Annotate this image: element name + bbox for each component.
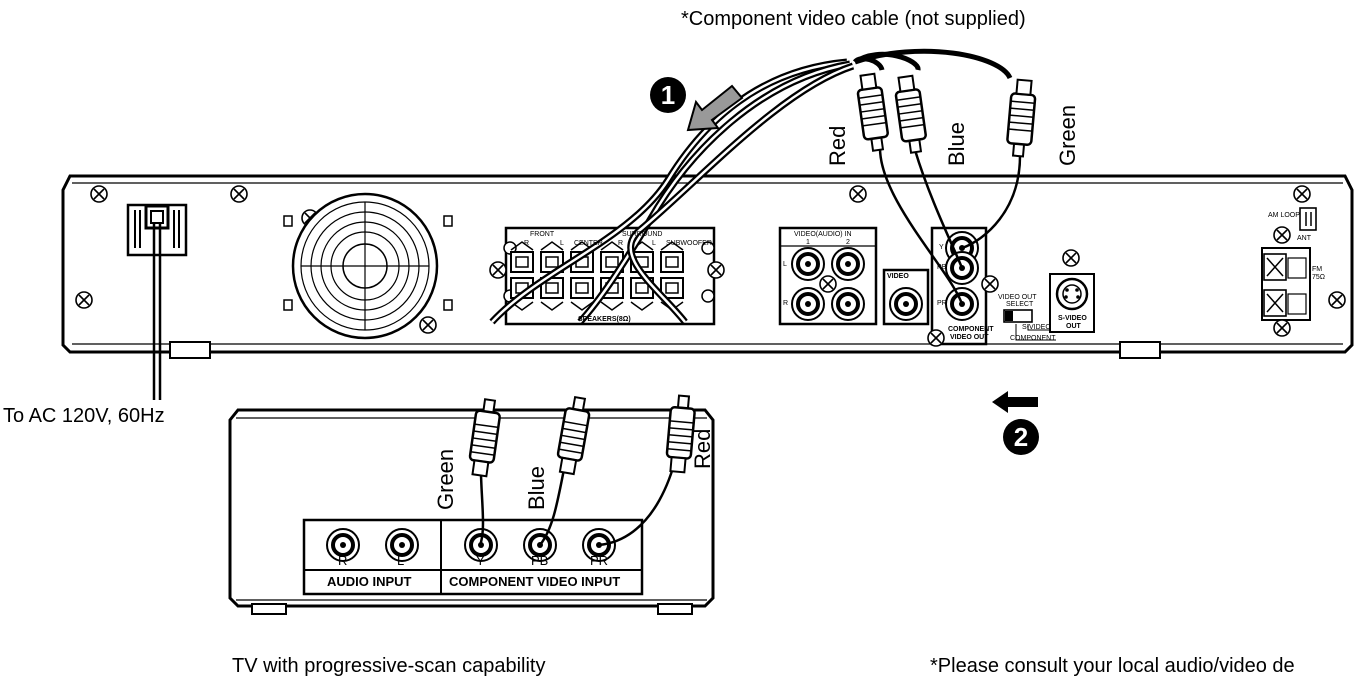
tv-caption: TV with progressive-scan capability bbox=[232, 655, 546, 677]
label-subwoofer: SUBWOOFER bbox=[666, 240, 712, 247]
speaker-terminals bbox=[489, 226, 725, 326]
label-front-r: R bbox=[524, 240, 530, 247]
label-front-l: L bbox=[560, 240, 564, 247]
label-in-1: 1 bbox=[806, 239, 810, 246]
label-s-video-out-2: OUT bbox=[1066, 323, 1081, 330]
label-front: FRONT bbox=[530, 231, 555, 238]
label-pb: PB bbox=[937, 264, 947, 271]
label-component-video-out-1: COMPONENT bbox=[948, 326, 994, 333]
label-video-out: VIDEO bbox=[887, 273, 909, 280]
cable-label-blue-top: Blue bbox=[944, 121, 969, 166]
video-out-block bbox=[882, 268, 930, 326]
tv-jack-label-r: R bbox=[338, 553, 348, 568]
label-s-video-out-1: S-VIDEO bbox=[1058, 315, 1087, 322]
antenna-terminals bbox=[1261, 207, 1317, 337]
label-fm: FM bbox=[1312, 266, 1323, 273]
cable-label-green-top: Green bbox=[1055, 104, 1080, 166]
video-out-select-switch bbox=[1003, 309, 1056, 341]
label-pr: PR bbox=[937, 300, 947, 307]
tv-jack-label-pr: PR bbox=[590, 553, 609, 568]
label-y: Y bbox=[939, 244, 944, 251]
label-surround: SURROUND bbox=[622, 231, 663, 238]
label-fm-ohm: 75Ω bbox=[1312, 274, 1326, 281]
label-in-2: 2 bbox=[846, 239, 850, 246]
label-video-audio-in: VIDEO(AUDIO) IN bbox=[794, 231, 852, 238]
tv-jack-label-l: L bbox=[397, 553, 405, 568]
label-am-loop: AM LOOP bbox=[1268, 212, 1300, 219]
label-in-l: L bbox=[783, 261, 787, 268]
cooling-fan bbox=[283, 192, 453, 340]
label-video-out-select-1: VIDEO OUT bbox=[998, 294, 1037, 301]
label-ant: ANT bbox=[1297, 235, 1311, 242]
label-component-video-out-2: VIDEO OUT bbox=[950, 334, 989, 341]
label-video-out-select-2: SELECT bbox=[1006, 301, 1034, 308]
cable-label-red-tv: Red bbox=[690, 428, 715, 469]
label-surround-l: L bbox=[652, 240, 656, 247]
tv-jack-label-pb: PB bbox=[531, 553, 549, 568]
ac-inlet bbox=[126, 203, 188, 400]
label-component-opt: COMPONENT bbox=[1010, 335, 1056, 342]
cable-label-green-tv: Green bbox=[433, 448, 458, 510]
step2-arrow bbox=[992, 391, 1038, 413]
dealer-note: *Please consult your local audio/video d… bbox=[930, 655, 1295, 677]
tv-jack-label-y: Y bbox=[476, 553, 485, 568]
label-in-r: R bbox=[783, 300, 789, 307]
step-1-badge: 1 bbox=[650, 77, 686, 113]
video-audio-in-block bbox=[778, 226, 878, 326]
label-s-video-opt: S-VIDEO bbox=[1022, 324, 1051, 331]
step-2-badge: 2 bbox=[1003, 419, 1039, 455]
label-surround-r: R bbox=[618, 240, 624, 247]
ac-power-caption: To AC 120V, 60Hz bbox=[3, 405, 165, 427]
s-video-out-block bbox=[1049, 249, 1095, 333]
tv-set bbox=[228, 408, 715, 615]
tv-component-video-input-label: COMPONENT VIDEO INPUT bbox=[449, 574, 621, 589]
cable-label-red-top: Red bbox=[825, 125, 850, 166]
label-speakers: SPEAKERS(8Ω) bbox=[578, 316, 631, 323]
component-video-out-block bbox=[927, 226, 999, 347]
tv-audio-input-label: AUDIO INPUT bbox=[327, 574, 412, 589]
label-center: CENTER bbox=[574, 240, 603, 247]
step1-arrow bbox=[686, 84, 744, 132]
cables-to-tv bbox=[478, 48, 1022, 547]
cable-note: *Component video cable (not supplied) bbox=[681, 8, 1026, 30]
cable-label-blue-tv: Blue bbox=[524, 465, 549, 510]
